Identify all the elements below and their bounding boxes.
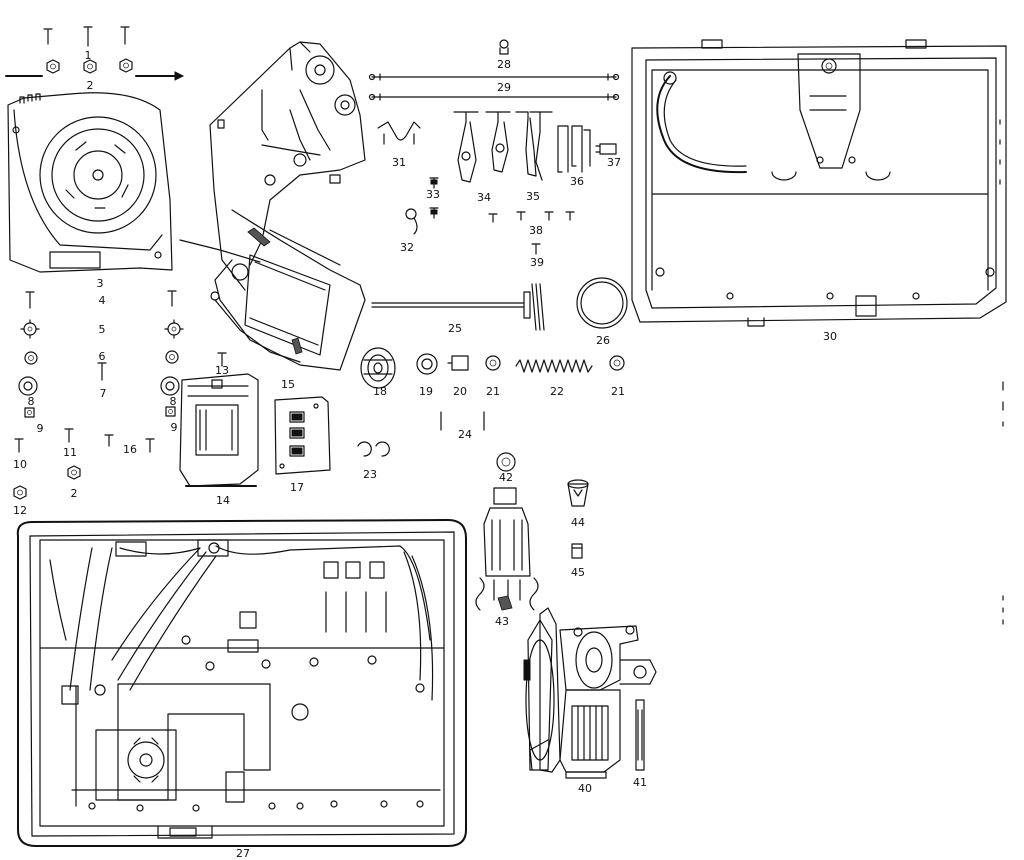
callout-8-left: 8 [28, 395, 35, 408]
callout-12: 12 [13, 504, 27, 517]
callout-20: 20 [453, 385, 467, 398]
part-2-nut-lower [67, 465, 81, 480]
callout-7: 7 [100, 387, 107, 400]
callout-23: 23 [363, 468, 377, 481]
part-5-lock-washers [20, 319, 184, 339]
callout-36: 36 [570, 175, 584, 188]
callout-39: 39 [530, 256, 544, 269]
part-14-bracket [179, 373, 259, 487]
part-39-screw [531, 243, 541, 255]
callout-28: 28 [497, 58, 511, 71]
callout-9-right: 9 [171, 421, 178, 434]
callout-15: 15 [281, 378, 295, 391]
callout-16: 16 [123, 443, 137, 456]
part-44-knob [567, 479, 589, 507]
part-36-brackets [557, 125, 591, 173]
callout-8-right: 8 [170, 395, 177, 408]
part-20-collar [447, 355, 469, 371]
part-11-screw [64, 428, 74, 443]
part-33-screws [429, 177, 439, 219]
callout-17: 17 [290, 481, 304, 494]
part-45-stud [571, 543, 583, 559]
callout-27: 27 [236, 847, 250, 860]
part-16-screws [104, 434, 155, 453]
callout-24: 24 [458, 428, 472, 441]
part-18-pulley [360, 347, 396, 389]
part-19-bushing [416, 353, 438, 375]
callout-2-lower: 2 [71, 487, 78, 500]
callout-35: 35 [526, 190, 540, 203]
callout-13: 13 [215, 364, 229, 377]
callout-26: 26 [596, 334, 610, 347]
callout-21-right: 21 [611, 385, 625, 398]
callout-11: 11 [63, 446, 77, 459]
callout-43: 43 [495, 615, 509, 628]
callout-37: 37 [607, 156, 621, 169]
part-23-e-clips [357, 441, 390, 457]
part-41-bar [635, 699, 645, 771]
callout-numbers: 1 2 3 4 5 6 7 8 8 9 9 10 11 16 2 12 13 1… [13, 49, 837, 860]
part-27-chassis [16, 519, 467, 847]
callout-34: 34 [477, 191, 491, 204]
callout-33: 33 [426, 188, 440, 201]
callout-30: 30 [823, 330, 837, 343]
callout-18: 18 [373, 385, 387, 398]
callout-42: 42 [499, 471, 513, 484]
part-30-base [631, 39, 1007, 327]
part-22-spring [515, 359, 593, 373]
part-38-screws [488, 211, 575, 223]
part-9-square-nuts [24, 406, 176, 418]
callout-44: 44 [571, 516, 585, 529]
part-13-screw [217, 352, 227, 367]
callout-9-left: 9 [37, 422, 44, 435]
part-43-tension-assembly [475, 487, 539, 611]
callout-32: 32 [400, 241, 414, 254]
part-17-switch-plate [274, 396, 331, 475]
part-29-links [368, 73, 620, 101]
callout-3: 3 [97, 277, 104, 290]
part-37-block [595, 143, 617, 155]
callout-5: 5 [99, 323, 106, 336]
part-7-screw [97, 362, 107, 381]
callout-29: 29 [497, 81, 511, 94]
part-3-pulley-cover [7, 92, 173, 273]
part-6-washers [24, 350, 179, 365]
part-12-nut [13, 485, 27, 500]
part-32-hook [405, 208, 418, 235]
part-34-levers [453, 111, 511, 183]
callout-45: 45 [571, 566, 585, 579]
callout-31: 31 [392, 156, 406, 169]
callout-25: 25 [448, 322, 462, 335]
part-35-levers [515, 111, 553, 181]
callout-10: 10 [13, 458, 27, 471]
part-31-clip [377, 121, 421, 145]
part-40-motor-assembly [523, 607, 657, 779]
part-25-shaft [371, 283, 545, 331]
callout-6: 6 [99, 350, 106, 363]
callout-14: 14 [216, 494, 230, 507]
part-15-mechanism [179, 41, 366, 371]
callout-38: 38 [529, 224, 543, 237]
callout-40: 40 [578, 782, 592, 795]
part-42-nut [496, 452, 516, 472]
callout-21-left: 21 [486, 385, 500, 398]
callout-2: 2 [87, 79, 94, 92]
part-4-screws [25, 290, 177, 309]
callout-22: 22 [550, 385, 564, 398]
callout-4: 4 [99, 294, 106, 307]
part-28-fastener [499, 39, 509, 55]
callout-19: 19 [419, 385, 433, 398]
callout-41: 41 [633, 776, 647, 789]
part-10-screw [14, 438, 24, 453]
part-21-washers [485, 355, 625, 371]
part-24-pins [440, 411, 485, 431]
part-26-belt [576, 277, 628, 329]
callout-1: 1 [85, 49, 92, 62]
part-1-screws [43, 26, 130, 47]
part-8-grommets [18, 376, 180, 396]
part-2-nuts-top [5, 58, 185, 81]
